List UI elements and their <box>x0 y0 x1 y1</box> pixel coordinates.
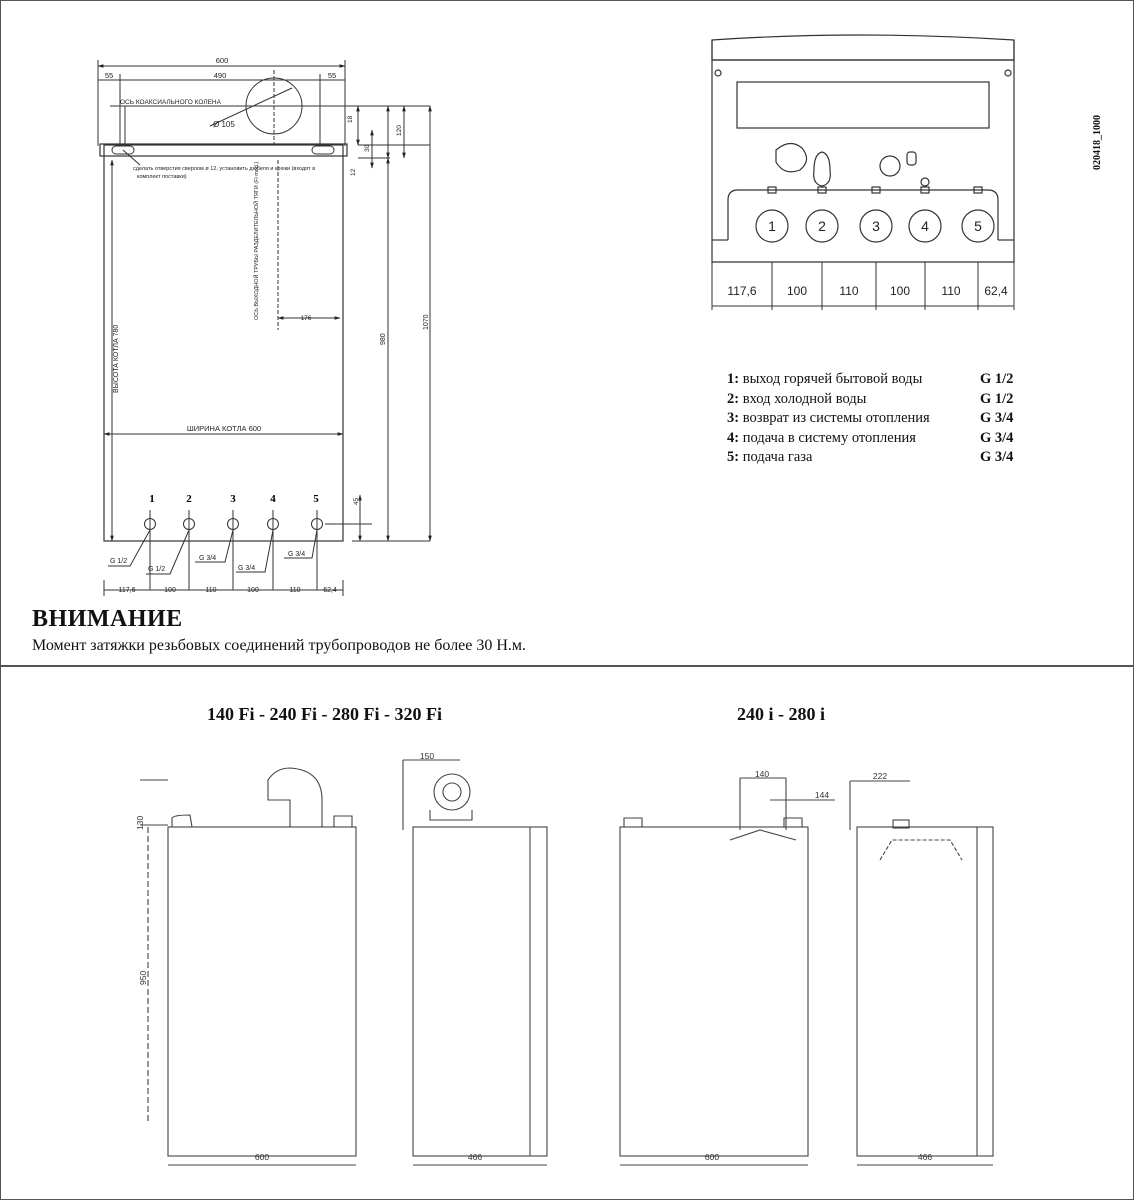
connector-num-5: 5 <box>313 493 319 505</box>
legend-row-1: 1: выход горячей бытовой воды G 1/2 <box>727 370 1013 390</box>
legend-row-5: 5: подача газа G 3/4 <box>727 448 1013 468</box>
fi-dim-600: 600 <box>255 1152 269 1162</box>
dim-490: 490 <box>214 71 227 80</box>
bv-dim-1: 117,6 <box>727 284 756 298</box>
i-front-view <box>619 777 835 1166</box>
legend-text-5: подача газа <box>742 449 813 465</box>
bottom-dim-5: 110 <box>289 587 300 594</box>
legend-thread-3: G 3/4 <box>980 410 1014 426</box>
thread-3: G 3/4 <box>199 555 216 562</box>
i-side-view <box>849 780 994 1166</box>
bottom-view-drawing <box>711 34 1015 310</box>
fi-side-dim-466: 466 <box>468 1152 482 1162</box>
i-dim-144: 144 <box>815 790 829 800</box>
i-side-dim-222: 222 <box>873 771 887 781</box>
front-connector-numbers: 1 2 3 4 5 <box>149 493 319 505</box>
bottom-dim-6: 62,4 <box>323 587 337 594</box>
bottom-dim-1: 117,6 <box>119 587 136 594</box>
legend-text-4: подача в систему отопления <box>742 429 916 446</box>
dim-980: 980 <box>380 333 387 345</box>
legend-row-2: 2: вход холодной воды G 1/2 <box>727 390 1013 410</box>
legend-thread-1: G 1/2 <box>980 371 1014 387</box>
drawing-code: 020418_1000 <box>1092 115 1103 170</box>
legend-row-4: 4: подача в систему отопления G 3/4 <box>727 429 1013 449</box>
legend-num-5: 5: <box>727 449 740 465</box>
height-label: ВЫСОТА КОТЛА 780 <box>113 325 120 393</box>
bv-connector-4: 4 <box>921 218 929 234</box>
dim-176: 176 <box>301 315 312 322</box>
bv-dim-2: 100 <box>787 284 807 298</box>
bottom-dims: 130 950 600 150 466 140 144 600 222 466 <box>135 751 932 1162</box>
bv-dim-4: 100 <box>890 284 910 298</box>
fi-side-view <box>402 759 548 1166</box>
dim-1070: 1070 <box>423 314 430 330</box>
thread-2: G 1/2 <box>148 566 165 573</box>
thread-1: G 1/2 <box>110 558 127 565</box>
flue-diameter: Ø 105 <box>213 120 235 129</box>
front-dimension-drawing <box>97 60 432 596</box>
legend-thread-2: G 1/2 <box>980 390 1014 407</box>
dim-12: 12 <box>350 168 357 176</box>
bottom-dim-3: 110 <box>205 587 216 594</box>
connection-legend: 1: выход горячей бытовой воды G 1/2 2: вх… <box>727 370 1013 468</box>
bottom-dim-4: 100 <box>247 587 259 594</box>
connector-num-2: 2 <box>186 493 192 505</box>
legend-text-3: возврат из системы отопления <box>742 410 930 426</box>
bottom-view-dims: 117,6 100 110 100 110 62,4 <box>727 284 1008 298</box>
bv-dim-3: 110 <box>839 284 858 298</box>
legend-num-4: 4: <box>727 429 740 446</box>
connector-num-1: 1 <box>149 493 155 505</box>
width-label: ШИРИНА КОТЛА 600 <box>187 424 261 433</box>
flue-axis-label: ОСЬ КОАКСИАЛЬНОГО КОЛЕНА <box>120 99 222 106</box>
bottom-view-numbers: 1 2 3 4 5 <box>768 218 982 234</box>
mounting-rail <box>99 143 348 157</box>
connector-num-4: 4 <box>270 493 276 505</box>
dim-30: 30 <box>364 144 371 152</box>
bv-connector-5: 5 <box>974 218 982 234</box>
i-dim-140: 140 <box>755 769 769 779</box>
warning-title: ВНИМАНИЕ <box>32 606 183 632</box>
legend-row-3: 3: возврат из системы отопления G 3/4 <box>727 409 1013 429</box>
dim-600-top: 600 <box>216 56 229 65</box>
bv-dim-5: 110 <box>941 284 960 298</box>
bv-connector-1: 1 <box>768 218 776 234</box>
i-side-dim-466: 466 <box>918 1152 932 1162</box>
dim-45: 45 <box>353 497 360 505</box>
thread-4: G 3/4 <box>238 565 255 572</box>
fi-dim-130: 130 <box>135 816 145 830</box>
legend-text-2: вход холодной воды <box>742 390 867 407</box>
connector-num-3: 3 <box>230 493 236 505</box>
warning-text: Момент затяжки резьбовых соединений труб… <box>32 637 527 654</box>
fi-side-dim-150: 150 <box>420 751 434 761</box>
legend-thread-4: G 3/4 <box>980 429 1014 446</box>
dim-18: 18 <box>347 115 354 123</box>
boiler-front-body <box>103 144 344 542</box>
pipe-axis-label: ОСЬ ВЫХОДНОЙ ТРУБЫ РАЗДЕЛИТЕЛЬНОЙ ТЯГИ (… <box>252 162 260 320</box>
bv-connector-2: 2 <box>818 218 826 234</box>
legend-num-1: 1: <box>727 371 740 387</box>
dim-55-right: 55 <box>328 71 336 80</box>
legend-num-3: 3: <box>727 410 740 426</box>
thread-5: G 3/4 <box>288 551 305 558</box>
fi-dim-950: 950 <box>138 971 148 985</box>
fi-front-view <box>140 767 357 1166</box>
legend-num-2: 2: <box>727 390 740 407</box>
model-title-i: 240 i - 280 i <box>737 704 825 724</box>
legend-thread-5: G 3/4 <box>980 449 1014 465</box>
bv-dim-6: 62,4 <box>984 284 1008 298</box>
drill-note-2: комплект поставки) <box>137 174 187 180</box>
bottom-dim-2: 100 <box>164 587 176 594</box>
front-dim-texts: 600 55 490 55 ОСЬ КОАКСИАЛЬНОГО КОЛЕНА Ø… <box>105 56 430 594</box>
drill-note-1: сделать отверстия сверлом ø 12, установи… <box>133 166 315 172</box>
legend-text-1: выход горячей бытовой воды <box>742 371 923 387</box>
model-title-fi: 140 Fi - 240 Fi - 280 Fi - 320 Fi <box>207 704 442 724</box>
bv-connector-3: 3 <box>872 218 880 234</box>
dim-55-left: 55 <box>105 71 113 80</box>
dim-120: 120 <box>396 125 403 136</box>
i-dim-600: 600 <box>705 1152 719 1162</box>
